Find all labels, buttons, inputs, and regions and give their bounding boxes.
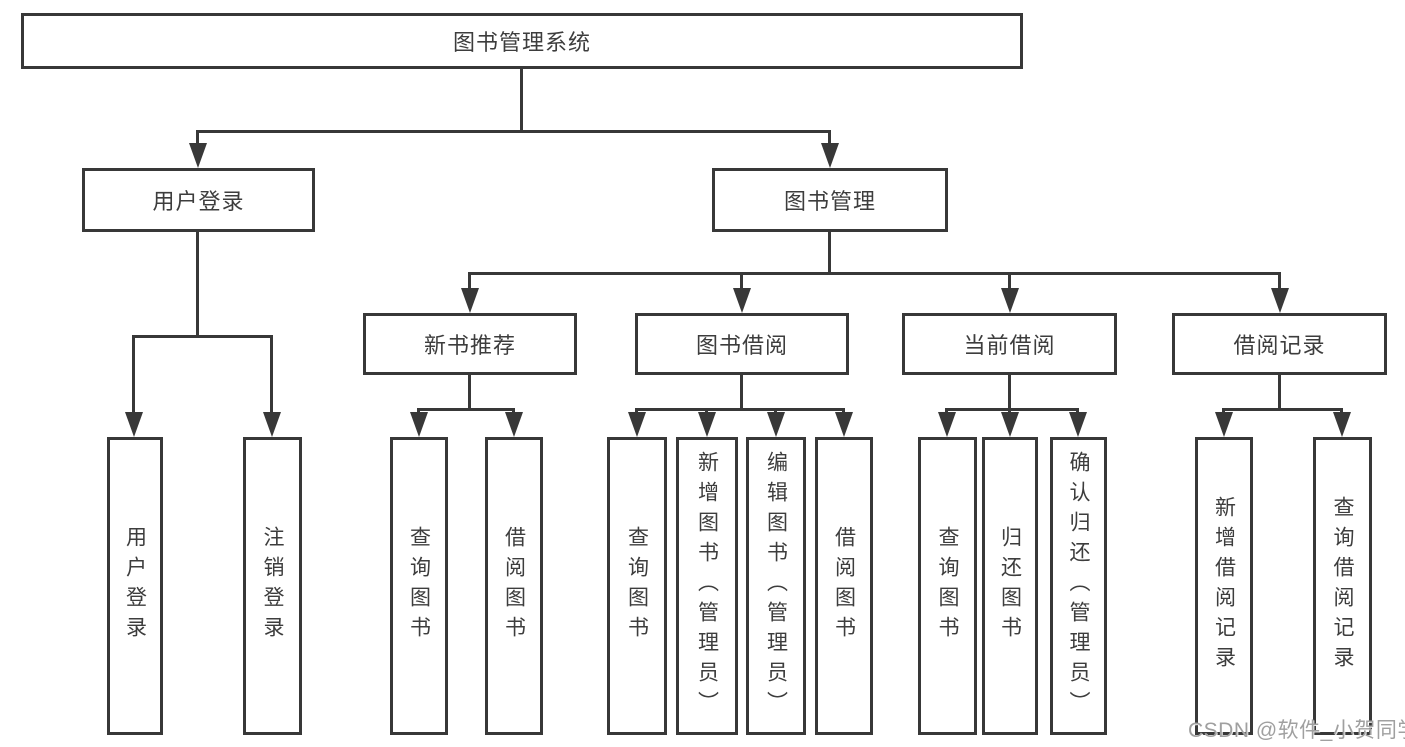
node-library-management-system: 图书管理系统 [21, 13, 1023, 69]
arrow-down-icon [835, 412, 853, 437]
connector-line [196, 130, 831, 133]
connector-line [270, 335, 273, 416]
node-label: 新增图书（管理员） [695, 451, 719, 721]
connector-line [520, 69, 523, 131]
node-label: 借阅图书 [502, 526, 526, 646]
connector-line [196, 130, 199, 148]
node-label: 查询图书 [407, 526, 431, 646]
arrow-down-icon [1001, 412, 1019, 437]
connector-line [1008, 375, 1011, 409]
csdn-watermark: CSDN @软件_小贺同学 [1188, 719, 1405, 742]
arrow-down-icon [1215, 412, 1233, 437]
arrow-down-icon [1333, 412, 1351, 437]
connector-line [740, 375, 743, 409]
connector-line [1278, 272, 1281, 291]
arrow-down-icon [821, 143, 839, 168]
connector-line [196, 232, 199, 336]
connector-line [132, 335, 135, 416]
arrow-down-icon [628, 412, 646, 437]
node-leaf-add-borrow-record: 新增借阅记录 [1195, 437, 1253, 735]
arrow-down-icon [1069, 412, 1087, 437]
arrow-down-icon [461, 288, 479, 313]
connector-line [468, 272, 471, 291]
node-label: 查询图书 [936, 526, 959, 646]
node-leaf-confirm-return-admin: 确认归还（管理员） [1050, 437, 1107, 735]
node-label: 编辑图书（管理员） [764, 451, 788, 721]
arrow-down-icon [263, 412, 281, 437]
node-book-borrow: 图书借阅 [635, 313, 849, 375]
node-leaf-edit-books-admin: 编辑图书（管理员） [746, 437, 806, 735]
connector-line [468, 272, 1281, 275]
node-label: 借阅图书 [832, 526, 856, 646]
node-label: 查询图书 [625, 526, 649, 646]
node-leaf-query-borrow-record: 查询借阅记录 [1313, 437, 1372, 735]
node-label: 注销登录 [261, 526, 284, 646]
arrow-down-icon [505, 412, 523, 437]
node-leaf-add-books-admin: 新增图书（管理员） [676, 437, 738, 735]
node-borrow-records: 借阅记录 [1172, 313, 1387, 375]
node-leaf-return-books: 归还图书 [982, 437, 1038, 735]
node-new-book-recommend: 新书推荐 [363, 313, 577, 375]
node-label: 用户登录 [123, 526, 147, 646]
connector-line [417, 408, 515, 411]
node-leaf-query-books: 查询图书 [607, 437, 667, 735]
connector-line [945, 408, 1079, 411]
node-book-management: 图书管理 [712, 168, 948, 232]
node-leaf-logout-login: 注销登录 [243, 437, 302, 735]
node-leaf-user-login: 用户登录 [107, 437, 163, 735]
node-leaf-borrow-books: 借阅图书 [815, 437, 873, 735]
arrow-down-icon [733, 288, 751, 313]
node-label: 新增借阅记录 [1212, 496, 1236, 676]
node-label: 图书借阅 [695, 333, 788, 358]
node-label: 图书管理 [783, 189, 876, 214]
node-leaf-query-books: 查询图书 [918, 437, 977, 735]
connector-line [1222, 408, 1343, 411]
node-label: 当前借阅 [963, 333, 1056, 358]
connector-line [635, 408, 845, 411]
connector-line [1278, 375, 1281, 409]
connector-line [828, 130, 831, 148]
connector-line [1008, 272, 1011, 291]
node-label: 借阅记录 [1233, 333, 1326, 358]
node-leaf-query-books: 查询图书 [390, 437, 448, 735]
node-label: 查询借阅记录 [1331, 496, 1354, 676]
node-leaf-borrow-books: 借阅图书 [485, 437, 543, 735]
node-current-borrow: 当前借阅 [902, 313, 1117, 375]
arrow-down-icon [938, 412, 956, 437]
connector-line [468, 375, 471, 409]
connector-line [828, 232, 831, 273]
connector-line [740, 272, 743, 291]
arrow-down-icon [767, 412, 785, 437]
connector-line [132, 335, 273, 338]
node-label: 归还图书 [998, 526, 1022, 646]
arrow-down-icon [1271, 288, 1289, 313]
node-label: 确认归还（管理员） [1067, 451, 1090, 721]
node-label: 图书管理系统 [452, 30, 591, 55]
node-label: 新书推荐 [423, 333, 516, 358]
node-user-login: 用户登录 [82, 168, 315, 232]
node-label: 用户登录 [152, 189, 245, 214]
arrow-down-icon [410, 412, 428, 437]
arrow-down-icon [1001, 288, 1019, 313]
arrow-down-icon [698, 412, 716, 437]
arrow-down-icon [189, 143, 207, 168]
arrow-down-icon [125, 412, 143, 437]
